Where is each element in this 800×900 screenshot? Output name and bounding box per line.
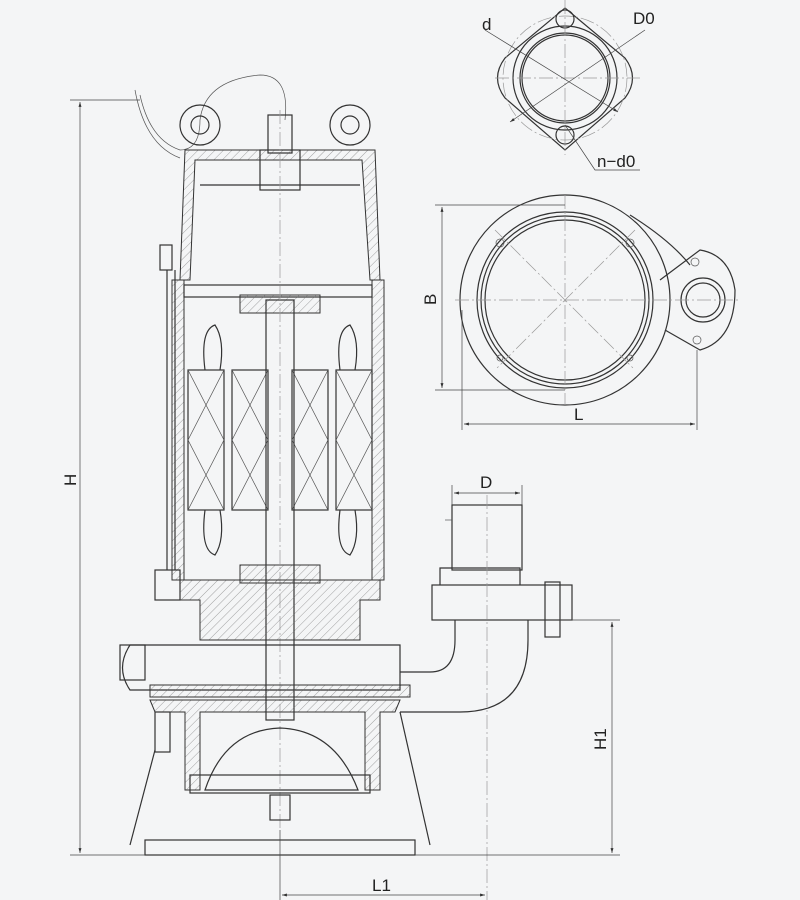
plan-view — [435, 194, 740, 430]
label-D: D — [480, 473, 492, 492]
outlet-flange-detail — [484, 0, 646, 171]
label-L: L — [574, 405, 583, 424]
stator — [187, 324, 373, 556]
label-n-d0: n−d0 — [597, 152, 635, 171]
label-H: H — [61, 474, 80, 486]
label-d: d — [482, 15, 491, 34]
pump-elevation — [119, 74, 573, 900]
dimension-lines — [70, 99, 620, 900]
label-D0: D0 — [633, 9, 655, 28]
label-L1: L1 — [372, 876, 391, 895]
label-B: B — [421, 294, 440, 305]
label-H1: H1 — [591, 728, 610, 750]
